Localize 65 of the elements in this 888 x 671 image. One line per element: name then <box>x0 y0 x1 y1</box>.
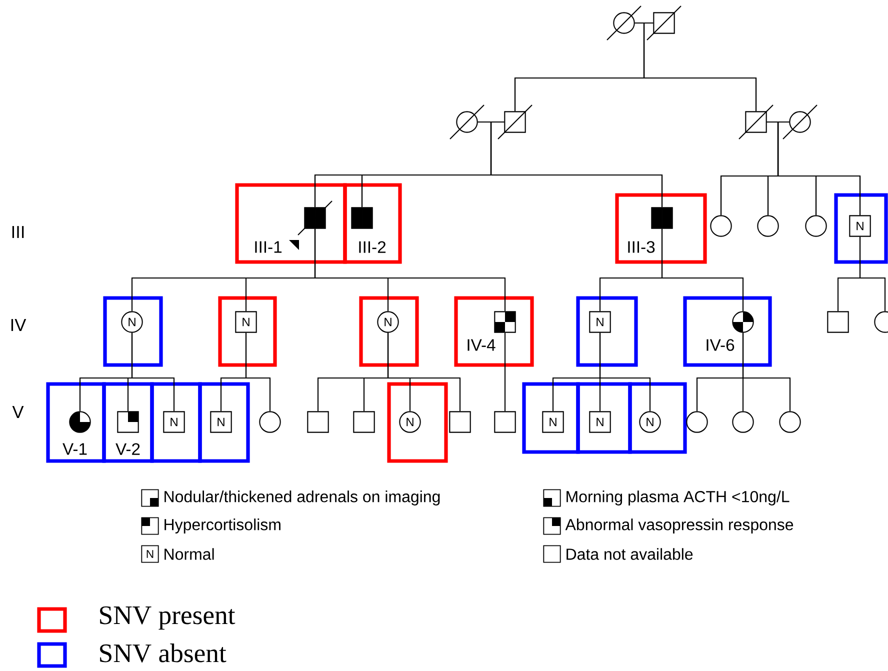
individual-id: V-2 <box>116 443 140 455</box>
individual-id: III-3 <box>628 241 655 253</box>
male-symbol <box>307 411 329 433</box>
highlight-frame <box>359 296 419 367</box>
highlight-frame <box>454 296 534 367</box>
male-symbol <box>738 104 774 140</box>
female-symbol <box>710 215 732 237</box>
pedigree-line <box>387 332 461 412</box>
female-symbol <box>732 311 754 333</box>
female-symbol <box>450 104 484 140</box>
female-symbol <box>732 411 754 433</box>
male-symbol <box>494 411 516 433</box>
highlight-frame <box>615 193 707 264</box>
legend-text: Hypercortisolism <box>164 518 280 534</box>
highlight-frame <box>387 382 448 463</box>
individual-id: III-2 <box>359 241 386 253</box>
highlight-frame <box>343 183 402 264</box>
pedigree-line <box>314 228 506 312</box>
highlight-frame <box>628 382 687 454</box>
male-symbol <box>351 207 373 229</box>
individual-id: III-1 <box>255 241 282 253</box>
pedigree-line <box>131 332 175 412</box>
male-symbol <box>646 6 682 40</box>
pedigree-line <box>599 332 651 412</box>
pedigree-line <box>504 332 506 412</box>
female-symbol <box>69 411 91 433</box>
female-symbol <box>782 104 818 140</box>
male-symbol <box>289 200 332 250</box>
highlight-frame <box>834 193 888 264</box>
legend-text: SNV absent <box>100 644 226 662</box>
highlight-frame <box>576 296 638 367</box>
individual-id: V-1 <box>62 443 87 455</box>
pedigree-line <box>742 332 791 412</box>
highlight-frame <box>218 296 277 367</box>
female-symbol <box>686 411 708 433</box>
legend-text: SNV present <box>100 606 236 630</box>
legend-text: Normal <box>164 548 214 560</box>
male-symbol <box>117 411 139 433</box>
male-symbol <box>353 411 375 433</box>
male-symbol <box>494 311 516 333</box>
male-symbol <box>498 104 532 140</box>
male-symbol <box>827 311 849 333</box>
female-symbol <box>259 411 281 433</box>
legend-text: Abnormal vasopressin response <box>565 518 794 534</box>
pedigree-line <box>245 332 271 412</box>
male-symbol <box>651 207 673 229</box>
generation-label: IV <box>11 319 26 331</box>
legend-text: Data not available <box>566 548 693 560</box>
generation-label: III <box>12 226 24 238</box>
individual-id: IV-4 <box>468 339 496 351</box>
highlight-frame <box>103 296 163 367</box>
individual-id: IV-6 <box>706 339 734 351</box>
female-symbol <box>757 215 779 237</box>
pedigree-line <box>661 228 744 312</box>
generation-label: V <box>12 406 24 418</box>
female-symbol <box>606 6 642 40</box>
legend-text: Morning plasma ACTH <10ng/L <box>566 490 790 506</box>
female-symbol <box>779 411 801 433</box>
pedigree-line <box>859 236 886 312</box>
male-symbol <box>449 411 471 433</box>
highlight-frame <box>198 382 250 463</box>
highlight-frame <box>683 296 772 367</box>
female-symbol <box>805 215 827 237</box>
female-symbol <box>874 311 888 333</box>
legend-text: Nodular/thickened adrenals on imaging <box>164 490 440 506</box>
